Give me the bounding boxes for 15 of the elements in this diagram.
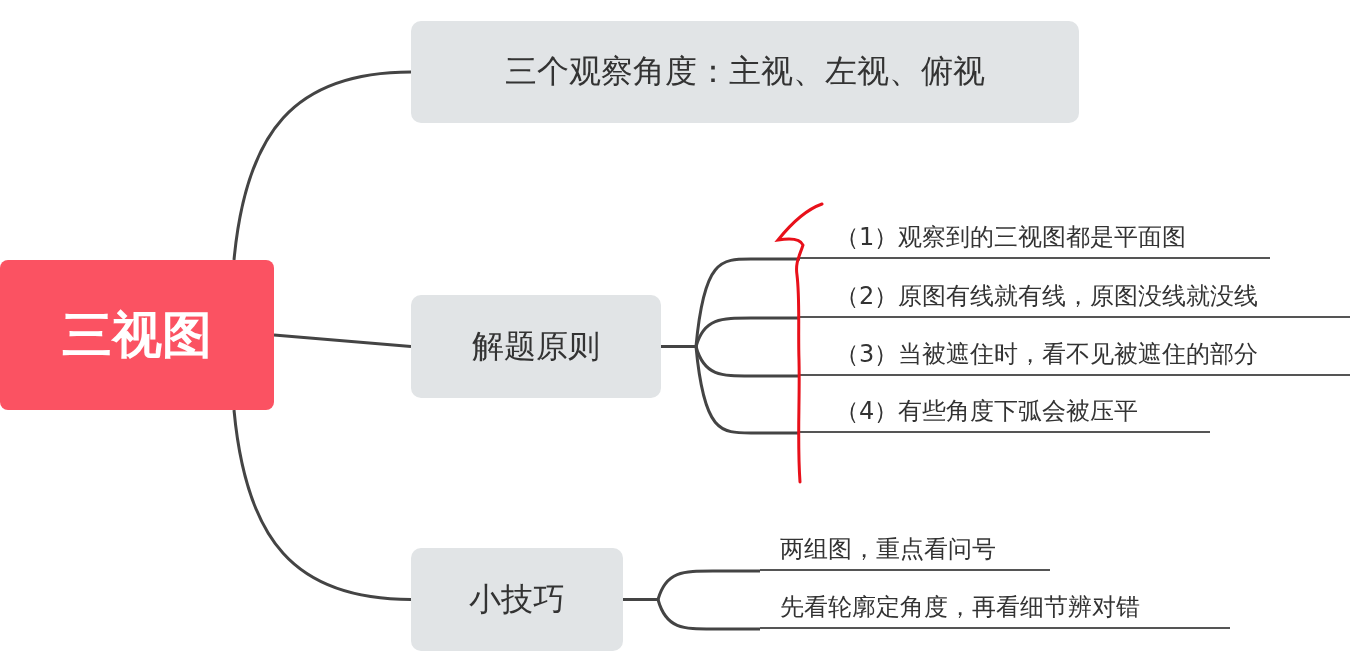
- central-topic: 三视图: [0, 260, 274, 410]
- connector-line: [232, 70, 412, 261]
- connector-line: [232, 409, 412, 601]
- subtopic-line: （4）有些角度下弧会被压平: [800, 392, 1210, 433]
- connector-line: [623, 598, 760, 631]
- subtopic-line: （3）当被遮住时，看不见被遮住的部分: [800, 335, 1350, 376]
- topic-box: 解题原则: [411, 295, 661, 398]
- subtopic-line: （2）原图有线就有线，原图没线就没线: [800, 277, 1350, 318]
- subtopic-line: 两组图，重点看问号: [760, 530, 1050, 571]
- subtopic-line: 先看轮廓定角度，再看细节辨对错: [760, 588, 1230, 629]
- topic-box: 三个观察角度：主视、左视、俯视: [411, 21, 1079, 123]
- subtopic-line: （1）观察到的三视图都是平面图: [800, 218, 1270, 259]
- topic-box: 小技巧: [411, 548, 623, 651]
- connector-line: [661, 345, 800, 435]
- connector-line: [273, 333, 412, 348]
